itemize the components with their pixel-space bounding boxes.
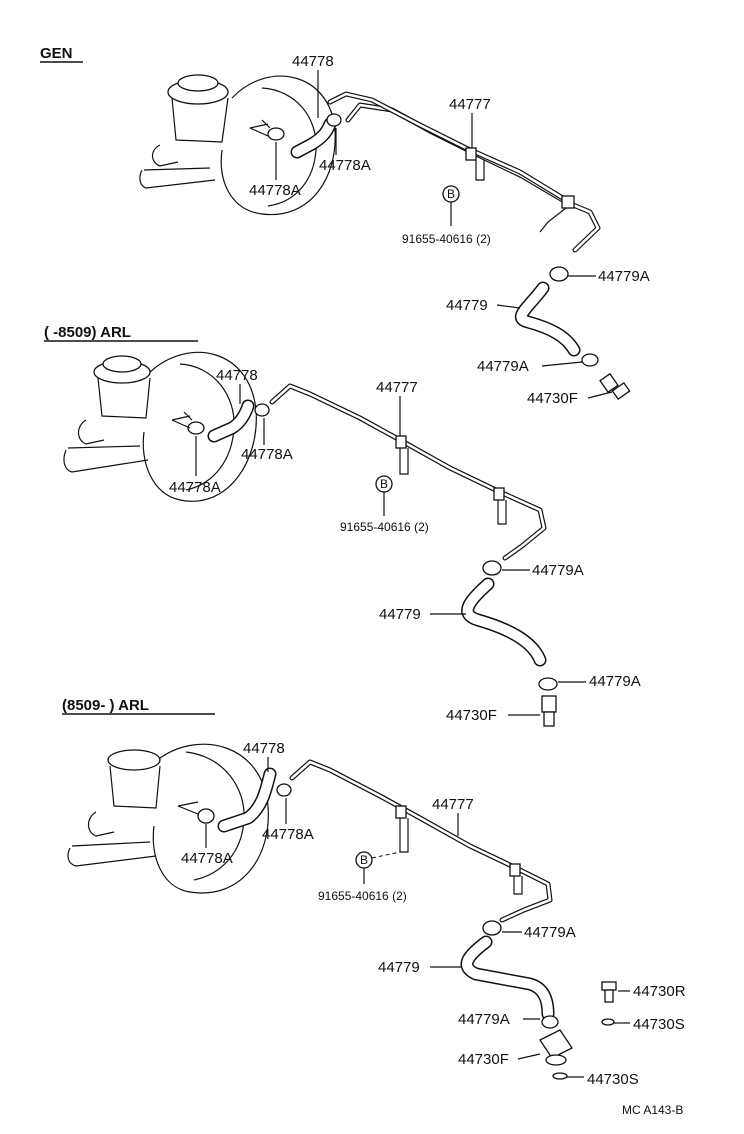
clip-44778a-right <box>254 403 270 417</box>
label-44778a-right: 44778A <box>241 446 293 463</box>
bolt-symbol-letter: B <box>380 477 388 491</box>
clip-44778a-left <box>249 119 285 141</box>
clip-44779a-lower <box>538 677 558 691</box>
brake-booster-drawing <box>67 743 269 894</box>
clip-44779a-upper <box>482 920 502 936</box>
clip-44778a-left <box>171 411 205 435</box>
label-44730f: 44730F <box>527 390 578 407</box>
section-header-arl-late: (8509- ) ARL <box>62 697 149 714</box>
label-44779: 44779 <box>446 297 488 314</box>
label-44779a-lower: 44779A <box>477 358 529 375</box>
clip-44779a-lower <box>581 353 599 367</box>
label-44730s-lower: 44730S <box>587 1071 639 1088</box>
clip-44778a-right <box>326 113 342 127</box>
section-gen: GEN <box>40 45 650 407</box>
label-44777: 44777 <box>376 379 418 396</box>
union-bolt-44730r <box>601 981 617 1003</box>
label-44778a-right: 44778A <box>319 157 371 174</box>
pipe-44777 <box>269 383 547 561</box>
pipe-44777 <box>327 91 601 253</box>
label-91655-40616: 91655-40616 (2) <box>318 889 407 903</box>
label-44778a-left: 44778A <box>169 479 221 496</box>
label-44779: 44779 <box>379 606 421 623</box>
label-44778: 44778 <box>292 53 334 70</box>
label-44777: 44777 <box>432 796 474 813</box>
clip-44778a-right <box>276 783 292 797</box>
label-44778a-left: 44778A <box>181 850 233 867</box>
label-44779a-lower: 44779A <box>458 1011 510 1028</box>
label-44730f: 44730F <box>458 1051 509 1068</box>
label-44778: 44778 <box>216 367 258 384</box>
bolt-symbol-letter: B <box>360 853 368 867</box>
label-44779a-upper: 44779A <box>532 562 584 579</box>
label-44777: 44777 <box>449 96 491 113</box>
label-44730r: 44730R <box>633 983 686 1000</box>
gasket-44730s-upper <box>601 1018 615 1026</box>
label-91655-40616: 91655-40616 (2) <box>402 232 491 246</box>
label-91655-40616: 91655-40616 (2) <box>340 520 429 534</box>
section-header-arl-early: ( -8509) ARL <box>44 324 131 341</box>
valve-44730f <box>599 372 631 401</box>
bolt-symbol-letter: B <box>447 187 455 201</box>
section-arl-to-8509: ( -8509) ARL B <box>44 324 641 727</box>
brake-booster-drawing <box>63 351 257 502</box>
section-header-gen: GEN <box>40 45 73 62</box>
valve-44730f <box>541 695 557 727</box>
label-44778a-left: 44778A <box>249 182 301 199</box>
label-44778a-right: 44778A <box>262 826 314 843</box>
clip-44779a-upper <box>482 560 502 576</box>
pipe-44777 <box>289 759 553 923</box>
gasket-44730s-lower <box>552 1072 568 1080</box>
clip-44779a-lower <box>541 1015 559 1029</box>
label-44730f: 44730F <box>446 707 497 724</box>
label-44779a-upper: 44779A <box>524 924 576 941</box>
diagram-code: MC A143-B <box>622 1103 683 1117</box>
valve-44730f <box>539 1029 573 1066</box>
label-44779a-upper: 44779A <box>598 268 650 285</box>
section-arl-from-8509: (8509- ) ARL B <box>62 697 686 1088</box>
label-44779a-lower: 44779A <box>589 673 641 690</box>
brake-booster-drawing <box>139 74 336 216</box>
clip-44779a-upper <box>549 266 569 282</box>
label-44778: 44778 <box>243 740 285 757</box>
clip-44778a-left <box>177 801 215 824</box>
label-44730s-upper: 44730S <box>633 1016 685 1033</box>
label-44779: 44779 <box>378 959 420 976</box>
